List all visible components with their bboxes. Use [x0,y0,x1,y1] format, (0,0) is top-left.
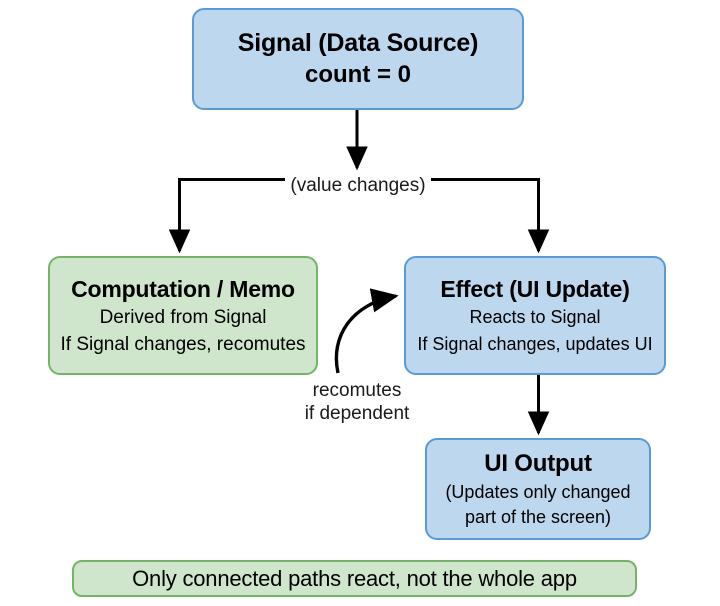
node-signal-count: count = 0 [304,61,412,88]
node-signal-title: Signal (Data Source) [237,29,479,57]
edge-label-recomutes-line2: if dependent [304,403,410,424]
node-effect-line1: Reacts to Signal [469,306,601,327]
node-effect-line2: If Signal changes, updates UI [417,333,653,354]
node-signal[interactable]: Signal (Data Source) count = 0 [192,8,524,110]
edge-label-recomutes-line1: recomutes [312,380,402,401]
node-summary-banner-text: Only connected paths react, not the whol… [132,565,577,591]
node-ui-output[interactable]: UI Output (Updates only changed part of … [425,438,651,540]
node-ui-output-title: UI Output [484,450,592,477]
edge-label-recomutes: recomutes if dependent [282,379,432,425]
edge-recompute-curve [334,288,399,374]
node-computation-title: Computation / Memo [71,275,295,302]
node-computation-line1: Derived from Signal [99,306,267,328]
node-summary-banner: Only connected paths react, not the whol… [72,560,637,597]
node-ui-output-line1: (Updates only changed [445,482,631,502]
node-computation-line2: If Signal changes, recomutes [60,333,306,355]
node-ui-output-line2: part of the screen) [464,507,612,527]
edge-label-value-changes: (value changes) [290,175,426,196]
node-computation[interactable]: Computation / Memo Derived from Signal I… [48,256,318,375]
node-effect[interactable]: Effect (UI Update) Reacts to Signal If S… [404,256,666,375]
node-effect-title: Effect (UI Update) [440,275,630,302]
